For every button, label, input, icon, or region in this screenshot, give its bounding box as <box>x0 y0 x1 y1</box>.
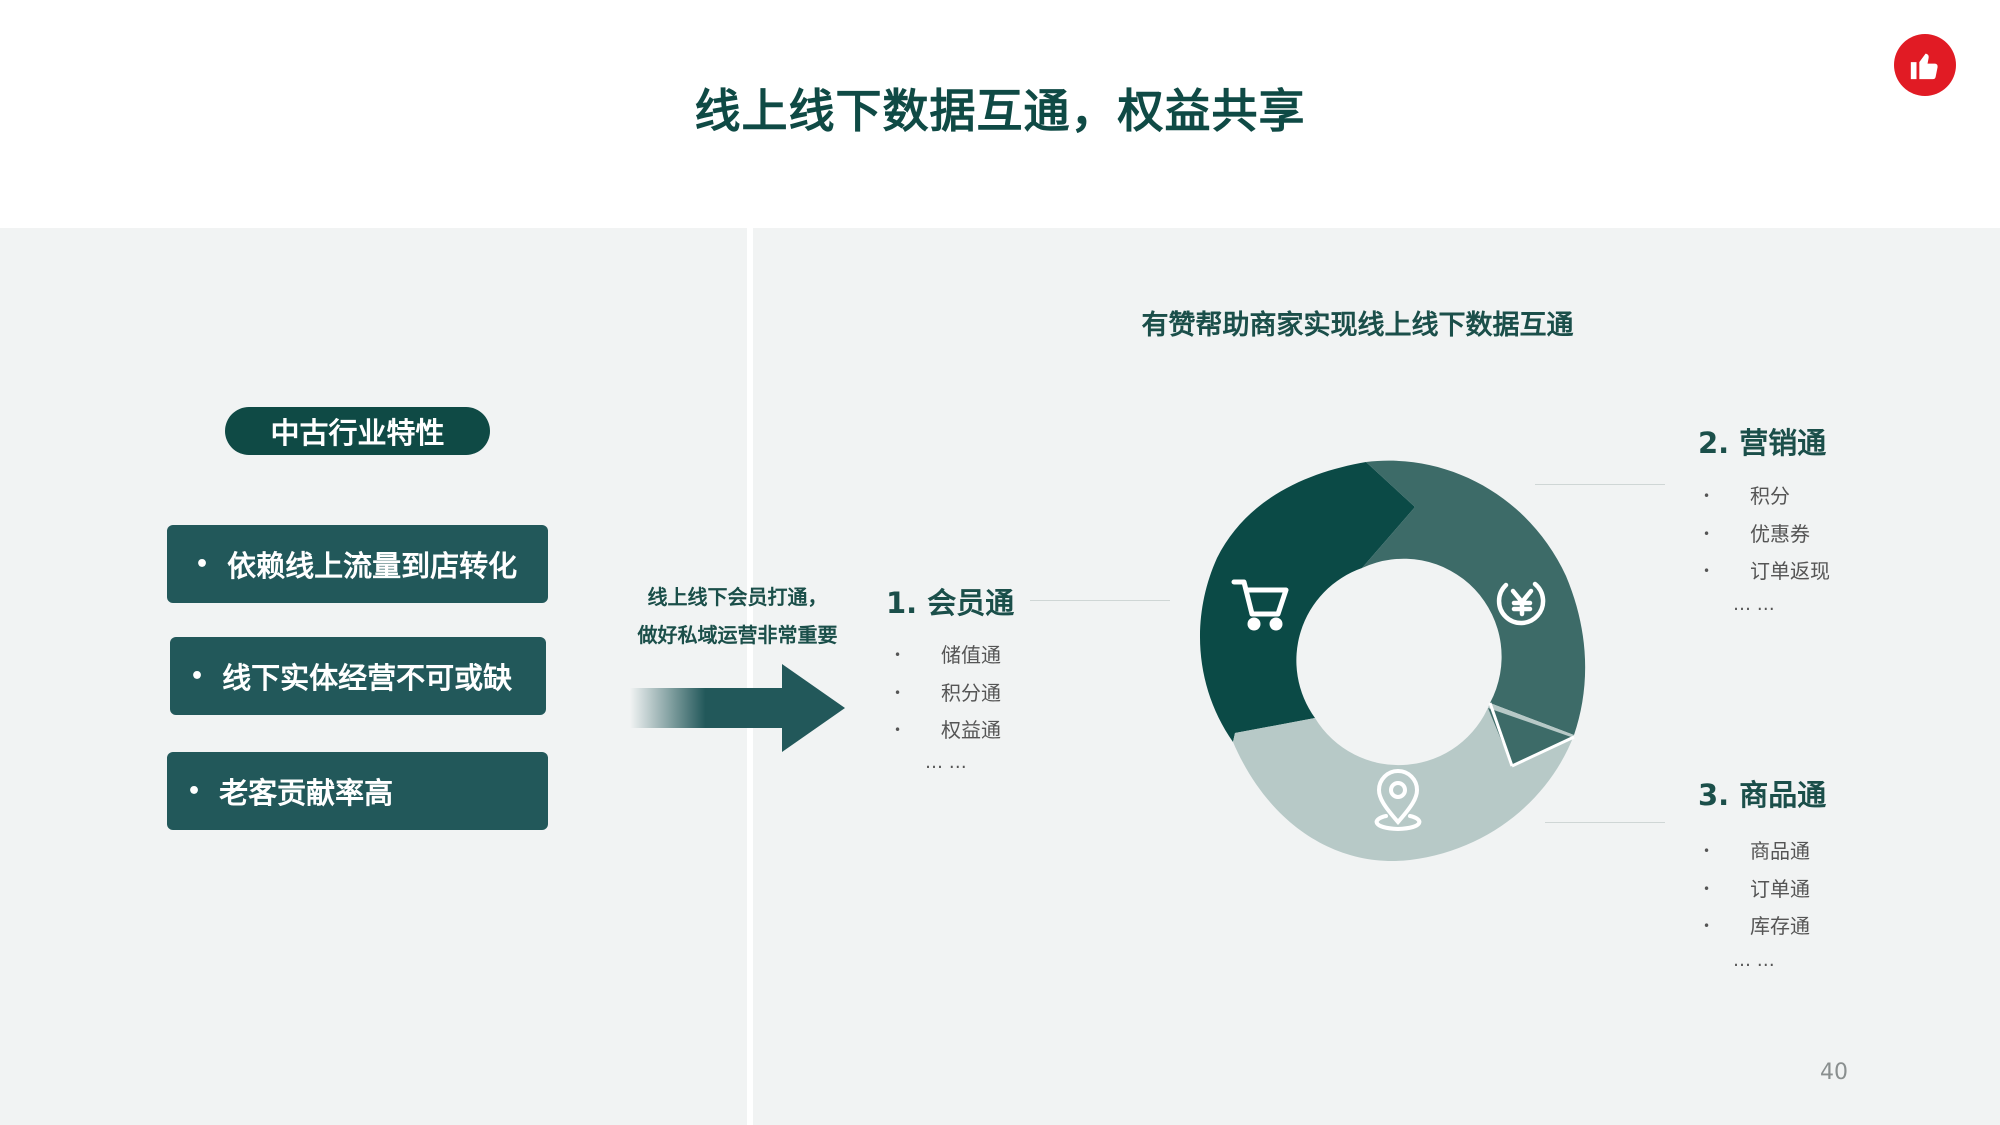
donut-segment-marketing <box>1362 460 1586 735</box>
feature-item: • 依赖线上流量到店转化 <box>167 525 548 603</box>
feature-item: • 老客贡献率高 <box>167 752 548 830</box>
list-item-text: 权益通 <box>941 718 1001 742</box>
brand-logo <box>1894 34 1956 96</box>
section-title-goods: 3. 商品通 <box>1698 778 1827 812</box>
feature-item: • 线下实体经营不可或缺 <box>170 637 546 715</box>
list-item: • 权益通 <box>894 712 1001 750</box>
list-item: • 商品通 <box>1703 833 1810 871</box>
right-arrow-icon <box>630 664 845 752</box>
arrow-caption: 线上线下会员打通， 做好私域运营非常重要 <box>620 578 855 654</box>
page-number: 40 <box>1820 1060 1848 1085</box>
list-item: • 积分通 <box>894 675 1001 713</box>
donut-segment-goods <box>1233 703 1574 862</box>
segment-divider <box>1511 735 1575 768</box>
bullet-dot: • <box>1703 919 1711 933</box>
more-ellipsis: … … <box>1733 594 1775 615</box>
list-item: • 优惠券 <box>1703 516 1830 554</box>
industry-traits-pill: 中古行业特性 <box>225 407 490 455</box>
bullet-dot: • <box>1703 844 1711 858</box>
leader-line <box>1545 822 1665 823</box>
list-item-text: 储值通 <box>941 643 1001 667</box>
bullet-dot: • <box>894 723 902 737</box>
arrow-caption-line: 做好私域运营非常重要 <box>637 623 838 647</box>
donut-segment-edge <box>1488 708 1574 766</box>
bullet-dot: • <box>1703 489 1711 503</box>
list-item-text: 商品通 <box>1750 839 1810 863</box>
list-item-text: 库存通 <box>1750 914 1810 938</box>
section-list-member: • 储值通 • 积分通 • 权益通 <box>894 637 1001 750</box>
list-item-text: 优惠券 <box>1750 521 1810 546</box>
donut-segment-member <box>1199 462 1415 742</box>
location-pin-icon <box>1374 769 1422 832</box>
more-ellipsis: … … <box>1733 950 1775 971</box>
list-item-text: 积分通 <box>941 680 1001 705</box>
list-item: • 储值通 <box>894 637 1001 675</box>
section-list-goods: • 商品通 • 订单通 • 库存通 <box>1703 833 1810 946</box>
thumbs-up-icon <box>1910 53 1938 80</box>
list-item-text: 订单通 <box>1750 876 1810 901</box>
bullet-dot: • <box>195 551 210 577</box>
right-heading: 有赞帮助商家实现线上线下数据互通 <box>1141 310 1574 341</box>
list-item-text: 订单返现 <box>1750 559 1830 583</box>
right-panel <box>753 228 2000 1125</box>
section-title-marketing: 2. 营销通 <box>1698 426 1827 460</box>
integration-donut <box>1199 460 1586 862</box>
list-item: • 订单返现 <box>1703 553 1830 591</box>
more-ellipsis: … … <box>925 752 967 773</box>
segment-divider <box>1488 702 1514 767</box>
feature-text: 老客贡献率高 <box>219 776 394 810</box>
bullet-dot: • <box>894 685 902 700</box>
bullet-dot: • <box>894 648 902 662</box>
list-item: • 库存通 <box>1703 908 1810 946</box>
shopping-cart-icon <box>1231 579 1289 631</box>
list-item: • 订单通 <box>1703 871 1810 909</box>
bullet-dot: • <box>1703 881 1711 896</box>
leader-line <box>1535 484 1665 485</box>
section-list-marketing: • 积分 • 优惠券 • 订单返现 <box>1703 478 1830 591</box>
feature-text: 依赖线上流量到店转化 <box>227 549 518 583</box>
list-item-text: 积分 <box>1750 484 1790 508</box>
page-title: 线上线下数据互通，权益共享 <box>694 84 1306 138</box>
feature-text: 线下实体经营不可或缺 <box>222 661 513 695</box>
leader-line <box>1030 600 1170 601</box>
yuan-coin-icon <box>1496 581 1546 626</box>
section-title-member: 1. 会员通 <box>886 586 1015 620</box>
bullet-dot: • <box>187 778 202 804</box>
bullet-dot: • <box>190 663 205 689</box>
arrow-caption-line: 线上线下会员打通， <box>647 585 828 609</box>
bullet-dot: • <box>1703 526 1711 541</box>
bullet-dot: • <box>1703 564 1711 578</box>
list-item: • 积分 <box>1703 478 1830 516</box>
